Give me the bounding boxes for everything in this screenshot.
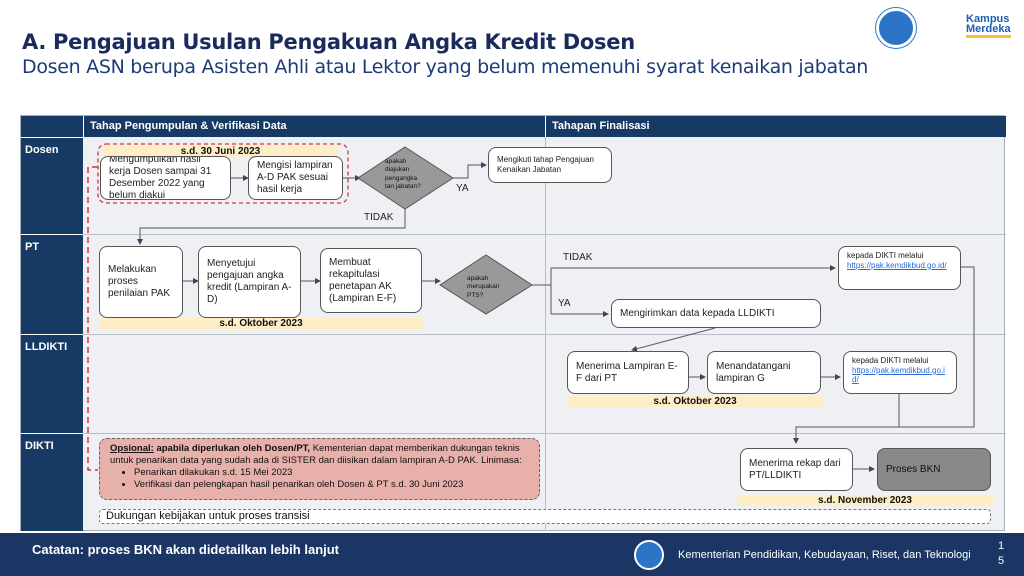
footer-ministry-logo — [634, 540, 664, 570]
optional-text: Kementerian dapat memberikan dukungan te… — [110, 443, 522, 466]
deadline-dosen: s.d. 30 Juni 2023 — [103, 146, 338, 157]
lane-dosen: Dosen — [21, 137, 83, 234]
step-promotion: Mengikuti tahap Pengajuan Kenaikan Jabat… — [488, 147, 612, 183]
label-ya: YA — [456, 183, 469, 194]
step-receive-recap: Menerima rekap dari PT/LLDIKTI — [740, 448, 853, 491]
footer-ministry: Kementerian Pendidikan, Kebudayaan, Rise… — [678, 549, 971, 561]
step-dikti-portal-pt: kepada DIKTI melalui https://pak.kemdikb… — [838, 246, 961, 290]
page-number: 15 — [997, 540, 1005, 567]
page-title: A. Pengajuan Usulan Pengakuan Angka Kred… — [22, 30, 635, 54]
step-receive-ef: Menerima Lampiran E-F dari PT — [567, 351, 689, 394]
optional-support-note: Opsional: apabila diperlukan oleh Dosen/… — [99, 438, 540, 500]
step-assessment: Melakukan proses penilaian PAK — [99, 246, 183, 318]
label-tidak: TIDAK — [364, 212, 394, 223]
lane-dikti: DIKTI — [21, 433, 83, 531]
decision-diamond-pts — [439, 254, 533, 315]
step-fill-attachment: Mengisi lampiran A-D PAK sesuai hasil ke… — [248, 156, 343, 200]
step-send-lldikti: Mengirimkan data kepada LLDIKTI — [611, 299, 821, 328]
dikti-link[interactable]: https://pak.kemdikbud.go.id/ — [852, 365, 945, 385]
column-header-finalization: Tahapan Finalisasi — [545, 116, 1006, 137]
optional-bold: apabila diperlukan oleh Dosen/PT, — [153, 443, 311, 454]
decision-text-pts: apakah merupakan PTS? — [467, 275, 500, 299]
footer-note: Catatan: proses BKN akan didetailkan leb… — [32, 542, 340, 557]
optional-title: Opsional: — [110, 443, 154, 454]
dikti-text: kepada DIKTI melalui — [847, 251, 924, 260]
step-dikti-portal-lldikti: kepada DIKTI melalui https://pak.kemdikb… — [843, 351, 957, 394]
deadline-pt: s.d. Oktober 2023 — [99, 318, 423, 329]
page-subtitle: Dosen ASN berupa Asisten Ahli atau Lekto… — [22, 56, 869, 78]
step-collect-work: Mengumpulkan hasil kerja Dosen sampai 31… — [100, 156, 231, 200]
decision-diamond-jabatan — [357, 146, 454, 210]
label-tidak-pts: TIDAK — [563, 252, 593, 263]
column-header-collection: Tahap Pengumpulan & Verifikasi Data — [83, 116, 545, 137]
decision-text-jabatan: apakah diajukan pengangka tan jabatan? — [385, 158, 421, 191]
step-recap: Membuat rekapitulasi penetapan AK (Lampi… — [320, 248, 422, 313]
dikti-link[interactable]: https://pak.kemdikbud.go.id/ — [847, 260, 947, 270]
deadline-lldikti: s.d. Oktober 2023 — [567, 396, 823, 407]
ministry-logo — [876, 8, 916, 48]
dikti-text: kepada DIKTI melalui — [852, 356, 929, 365]
footer-bar — [0, 533, 1024, 576]
step-bkn-process: Proses BKN — [877, 448, 991, 491]
step-approve: Menyetujui pengajuan angka kredit (Lampi… — [198, 246, 301, 318]
deadline-dikti: s.d. November 2023 — [737, 495, 993, 506]
lane-lldikti: LLDIKTI — [21, 334, 83, 433]
step-sign-g: Menandatangani lampiran G — [707, 351, 821, 394]
lane-pt: PT — [21, 234, 83, 334]
bullet-item: Penarikan dilakukan s.d. 15 Mei 2023 — [134, 467, 529, 479]
transition-support: Dukungan kebijakan untuk proses transisi — [99, 509, 991, 524]
label-ya-pts: YA — [558, 298, 571, 309]
bullet-item: Verifikasi dan pelengkapan hasil penarik… — [134, 479, 529, 491]
